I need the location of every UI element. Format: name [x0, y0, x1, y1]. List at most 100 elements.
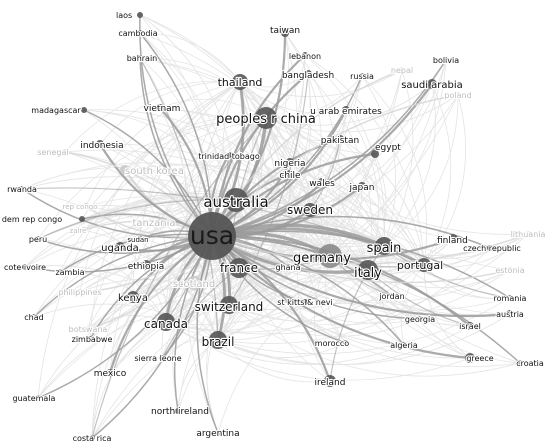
node-poland[interactable]	[455, 92, 461, 98]
node-russia[interactable]	[359, 73, 365, 79]
node-dem-rep-congo[interactable]	[79, 216, 85, 222]
node-trinidad-tobago[interactable]	[226, 152, 232, 158]
node-morocco[interactable]	[343, 340, 349, 346]
faint-edge	[423, 264, 471, 359]
node-zambia[interactable]	[57, 269, 63, 275]
node-romania[interactable]	[507, 295, 513, 301]
faint-edge	[139, 81, 241, 240]
node-tanzania[interactable]	[157, 217, 167, 227]
node-scotland[interactable]	[187, 276, 201, 290]
label-ireland: ireland	[315, 378, 346, 388]
node-ethiopia[interactable]	[141, 260, 151, 270]
node-lithuania[interactable]	[525, 231, 531, 237]
node-chile[interactable]	[286, 170, 294, 178]
faint-edge	[217, 247, 491, 344]
node-germany[interactable]	[318, 244, 342, 268]
node-uganda[interactable]	[115, 242, 125, 252]
node-brazil[interactable]	[209, 331, 227, 349]
node-botswana[interactable]	[85, 326, 91, 332]
node-spain[interactable]	[375, 237, 393, 255]
label-dem-rep-congo: dem rep congo	[2, 215, 62, 224]
node-japan[interactable]	[358, 182, 366, 190]
node-zimbabwe[interactable]	[87, 336, 93, 342]
node-zaire[interactable]	[81, 227, 87, 233]
node-france[interactable]	[229, 258, 249, 278]
node-canada[interactable]	[157, 313, 175, 331]
node-australia[interactable]	[224, 188, 248, 212]
node-bangladesh[interactable]	[304, 70, 312, 78]
node-peoples-r-china[interactable]	[255, 107, 277, 129]
node-ireland[interactable]	[324, 375, 336, 387]
faint-edge	[228, 255, 331, 306]
node-sweden[interactable]	[303, 203, 317, 217]
node-usa[interactable]	[188, 212, 236, 260]
label-cambodia: cambodia	[118, 29, 157, 38]
node-taiwan[interactable]	[281, 29, 289, 37]
node-croatia[interactable]	[517, 360, 523, 366]
node-philippines[interactable]	[77, 289, 83, 295]
node-italy[interactable]	[358, 260, 378, 280]
node-peru[interactable]	[35, 236, 41, 242]
node-pakistan[interactable]	[336, 135, 344, 143]
faint-edge	[159, 107, 425, 266]
node-israel[interactable]	[466, 322, 474, 330]
node-finland[interactable]	[448, 234, 458, 244]
label-czech-republic: czech republic	[463, 244, 521, 253]
label-portugal: portugal	[397, 259, 443, 272]
node-portugal[interactable]	[417, 258, 431, 272]
faint-edge	[401, 264, 425, 346]
node-costa-rica[interactable]	[89, 435, 95, 441]
node-thailand[interactable]	[232, 74, 248, 90]
faint-edge	[99, 81, 241, 145]
node-senegal[interactable]	[62, 149, 68, 155]
node-rwanda[interactable]	[19, 186, 25, 192]
node-south-korea[interactable]	[120, 165, 130, 175]
node-estonia[interactable]	[507, 267, 513, 273]
node-nepal[interactable]	[399, 67, 405, 73]
node-u-arab-emirates[interactable]	[342, 106, 350, 114]
faint-edge	[59, 117, 267, 273]
node-nigeria[interactable]	[286, 158, 294, 166]
node-wales[interactable]	[318, 178, 326, 186]
node-jordan[interactable]	[389, 293, 395, 299]
node-north-ireland[interactable]	[175, 408, 181, 414]
node-sierra-leone[interactable]	[159, 355, 165, 361]
node-egypt[interactable]	[371, 150, 379, 158]
node-switzerland[interactable]	[220, 296, 238, 314]
label-chile: chile	[279, 171, 301, 181]
faint-edge	[265, 117, 529, 235]
node-vietnam[interactable]	[156, 104, 164, 112]
node-georgia[interactable]	[417, 316, 423, 322]
edge-usa-cambodia	[139, 32, 213, 237]
node-kenya[interactable]	[127, 291, 139, 303]
node-indonesia[interactable]	[96, 140, 104, 148]
node-austria[interactable]	[506, 310, 514, 318]
node-guatemala[interactable]	[35, 395, 41, 401]
node-greece[interactable]	[465, 353, 475, 363]
node-cote-ivoire[interactable]	[22, 264, 28, 270]
edge-hub-bahrain	[139, 57, 219, 341]
node-laos[interactable]	[137, 12, 143, 18]
label-croatia: croatia	[516, 359, 544, 368]
node-bolivia[interactable]	[443, 57, 449, 63]
edge-usa-romania	[211, 230, 511, 299]
node-st-kitts-nevi[interactable]	[302, 299, 308, 305]
node-bahrain[interactable]	[137, 55, 143, 61]
node-lebanon[interactable]	[302, 52, 308, 58]
faint-edge	[85, 81, 241, 207]
node-algeria[interactable]	[401, 342, 407, 348]
node-ghana[interactable]	[285, 264, 291, 270]
node-cambodia[interactable]	[137, 30, 143, 36]
label-vietnam: vietnam	[144, 104, 181, 114]
edge-hub-ireland	[329, 245, 385, 382]
node-saudi-arabia[interactable]	[427, 79, 437, 89]
node-sudan[interactable]	[137, 236, 143, 242]
node-mexico[interactable]	[106, 369, 114, 377]
label-jordan: jordan	[378, 292, 404, 301]
node-madagascar[interactable]	[81, 107, 87, 113]
node-czech-republic[interactable]	[487, 245, 493, 251]
faint-edge	[165, 321, 405, 365]
node-chad[interactable]	[31, 314, 37, 320]
node-argentina[interactable]	[215, 430, 221, 436]
node-rep-congo[interactable]	[83, 203, 89, 209]
